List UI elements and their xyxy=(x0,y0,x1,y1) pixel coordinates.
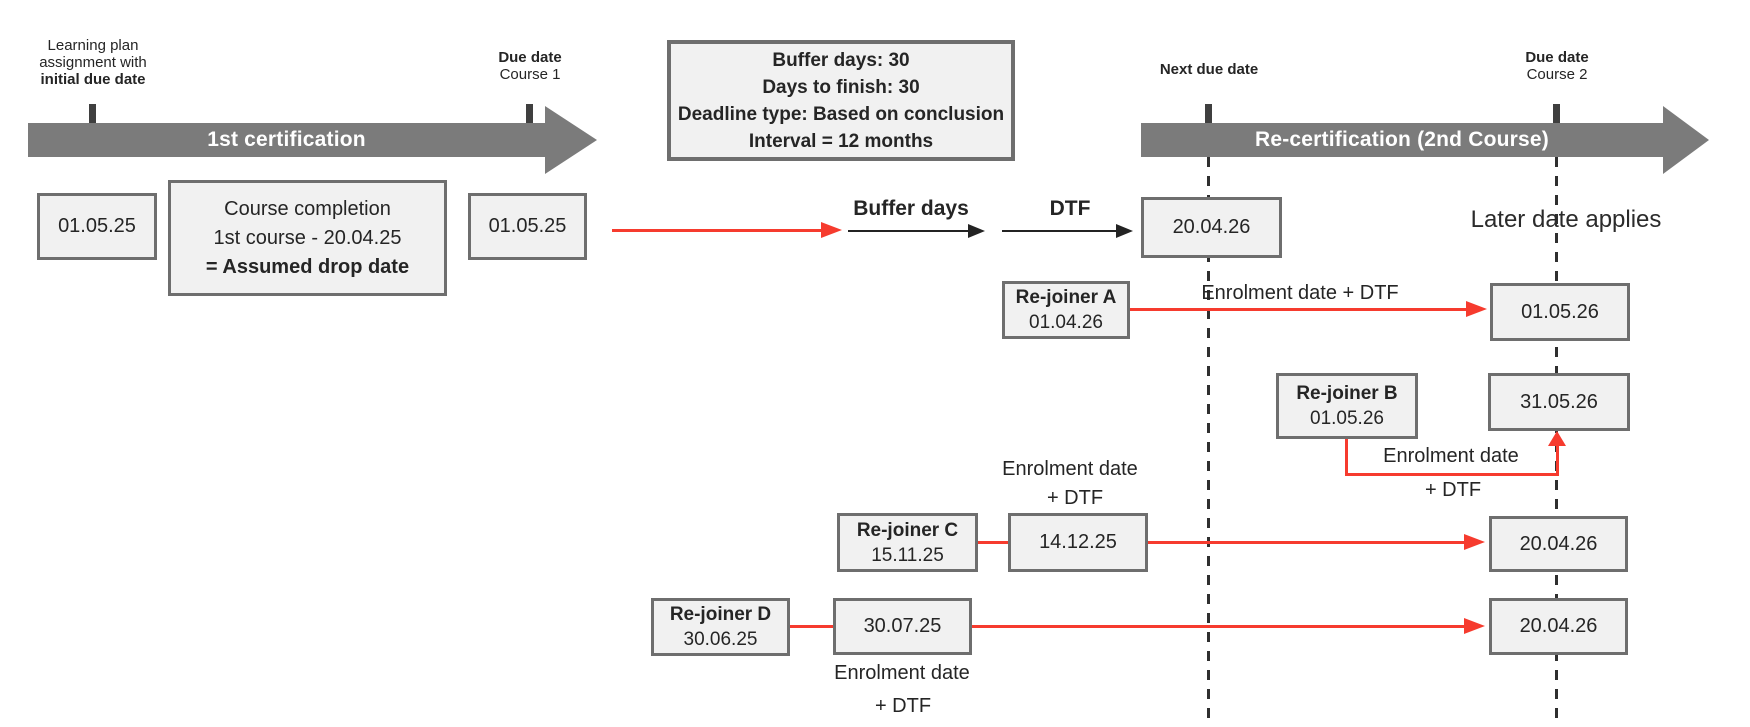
assignment-date-value: 01.05.25 xyxy=(58,215,136,237)
config-days-to-finish: Days to finish: 30 xyxy=(762,76,920,98)
first-certification-arrowhead-icon xyxy=(545,106,597,174)
recertification-arrowhead-icon xyxy=(1663,106,1709,174)
rejoiner-d-arrow-shaft xyxy=(972,625,1466,628)
rejoiner-b-date: 01.05.26 xyxy=(1310,408,1384,429)
config-interval: Interval = 12 months xyxy=(748,130,934,152)
rejoiner-b-arrowhead-icon xyxy=(1548,431,1566,446)
rejoiner-a-arrowhead-icon xyxy=(1466,301,1487,317)
due-date-course1-line2: Course 1 xyxy=(499,66,561,83)
rejoiner-b-label-line2: + DTF xyxy=(1424,479,1482,501)
rejoiner-c-label-line2: + DTF xyxy=(1046,487,1104,509)
course2-due-tick xyxy=(1553,104,1560,124)
rejoiner-c-mid-box: 14.12.25 xyxy=(1008,513,1148,572)
rejoiner-d-name: Re-joiner D xyxy=(669,604,772,625)
rejoiner-c-name: Re-joiner C xyxy=(856,519,959,541)
rejoiner-d-label-line2: + DTF xyxy=(874,695,932,717)
rejoiner-d-box: Re-joiner D 30.06.25 xyxy=(651,598,790,656)
first-certification-bar: 1st certification xyxy=(28,123,545,157)
config-buffer-days: Buffer days: 30 xyxy=(772,49,910,71)
due-date-course2-label: Due date Course 2 xyxy=(1495,49,1619,83)
dtf-arrow-label: DTF xyxy=(1049,197,1091,220)
next-due-date-box: 20.04.26 xyxy=(1141,197,1282,258)
rejoiner-c-date: 15.11.25 xyxy=(871,544,944,566)
config-box: Buffer days: 30 Days to finish: 30 Deadl… xyxy=(667,40,1015,161)
recertification-bar-label: Re-certification (2nd Course) xyxy=(1254,128,1549,151)
due-date-course2-line1: Due date xyxy=(1525,49,1589,66)
course-completion-line1: Course completion xyxy=(224,197,391,220)
rejoiner-d-mid-box: 30.07.25 xyxy=(833,598,972,655)
course-completion-line3: = Assumed drop date xyxy=(205,255,410,278)
rejoiner-c-arrowhead-icon xyxy=(1464,534,1485,550)
rejoiner-a-arrow-label: Enrolment date + DTF xyxy=(1201,282,1399,304)
due-date-course1-line1: Due date xyxy=(498,49,562,66)
rejoiner-d-arrowhead-icon xyxy=(1464,618,1485,634)
rejoiner-d-result-date: 20.04.26 xyxy=(1519,615,1598,637)
rejoiner-c-result-box: 20.04.26 xyxy=(1489,516,1628,572)
course1-due-date-box: 01.05.25 xyxy=(468,193,587,260)
rejoiner-a-box: Re-joiner A 01.04.26 xyxy=(1002,281,1130,339)
rejoiner-b-name: Re-joiner B xyxy=(1296,383,1398,404)
rejoiner-d-result-box: 20.04.26 xyxy=(1489,598,1628,655)
next-due-tick xyxy=(1205,104,1212,124)
recertification-bar: Re-certification (2nd Course) xyxy=(1141,123,1663,157)
rejoiner-a-date: 01.04.26 xyxy=(1029,312,1103,333)
rejoiner-d-mid-date: 30.07.25 xyxy=(863,615,942,637)
rejoiner-c-result-date: 20.04.26 xyxy=(1519,532,1598,555)
course1-due-date-value: 01.05.25 xyxy=(488,215,567,237)
due-date-course1-label: Due date Course 1 xyxy=(468,49,592,83)
rejoiner-b-elbow-up xyxy=(1556,444,1559,476)
rejoiner-a-result-box: 01.05.26 xyxy=(1490,283,1630,341)
drop-date-arrowhead-icon xyxy=(821,222,842,238)
drop-date-arrow-shaft xyxy=(612,229,821,232)
rejoiner-b-result-box: 31.05.26 xyxy=(1488,373,1630,431)
buffer-days-arrow-label: Buffer days xyxy=(853,197,969,220)
rejoiner-b-elbow-across xyxy=(1345,473,1559,476)
buffer-days-arrow-shaft xyxy=(848,230,970,232)
next-due-date-value: 20.04.26 xyxy=(1172,216,1251,238)
rejoiner-b-label-line1: Enrolment date xyxy=(1383,445,1519,467)
next-due-dashed-line xyxy=(1207,157,1210,727)
assignment-milestone-label: Learning plan assignment with initial du… xyxy=(13,37,173,88)
rejoiner-d-date: 30.06.25 xyxy=(683,629,758,650)
course1-due-tick xyxy=(526,104,533,124)
next-due-date-label: Next due date xyxy=(1159,61,1259,78)
rejoiner-c-label-line1: Enrolment date xyxy=(1002,458,1138,480)
assignment-label-line1: Learning plan xyxy=(47,37,139,54)
buffer-days-arrowhead-icon xyxy=(968,224,985,238)
assignment-date-box: 01.05.25 xyxy=(37,193,157,260)
first-certification-bar-label: 1st certification xyxy=(207,128,366,151)
assignment-label-line3: initial due date xyxy=(40,71,146,88)
rejoiner-a-result-date: 01.05.26 xyxy=(1521,300,1599,323)
assignment-label-line2: assignment with xyxy=(39,54,147,71)
rejoiner-b-elbow-down xyxy=(1345,439,1348,476)
rejoiner-c-connector xyxy=(978,541,1008,544)
due-date-course2-line2: Course 2 xyxy=(1526,66,1588,83)
rejoiner-c-mid-date: 14.12.25 xyxy=(1039,531,1117,553)
config-deadline-type: Deadline type: Based on conclusion xyxy=(677,103,1005,125)
rejoiner-c-arrow-shaft xyxy=(1148,541,1466,544)
later-date-applies-note: Later date applies xyxy=(1470,206,1662,233)
rejoiner-d-connector xyxy=(790,625,833,628)
course-completion-line2: 1st course - 20.04.25 xyxy=(213,226,402,249)
rejoiner-c-box: Re-joiner C 15.11.25 xyxy=(837,513,978,572)
rejoiner-a-arrow-shaft xyxy=(1130,308,1466,311)
dtf-arrowhead-icon xyxy=(1116,224,1133,238)
rejoiner-a-name: Re-joiner A xyxy=(1015,287,1117,308)
dtf-arrow-shaft xyxy=(1002,230,1118,232)
rejoiner-b-result-date: 31.05.26 xyxy=(1520,390,1598,413)
course-completion-box: Course completion 1st course - 20.04.25 … xyxy=(168,180,447,296)
assignment-tick xyxy=(89,104,96,124)
rejoiner-d-label-line1: Enrolment date xyxy=(834,662,970,684)
rejoiner-b-box: Re-joiner B 01.05.26 xyxy=(1276,373,1418,439)
